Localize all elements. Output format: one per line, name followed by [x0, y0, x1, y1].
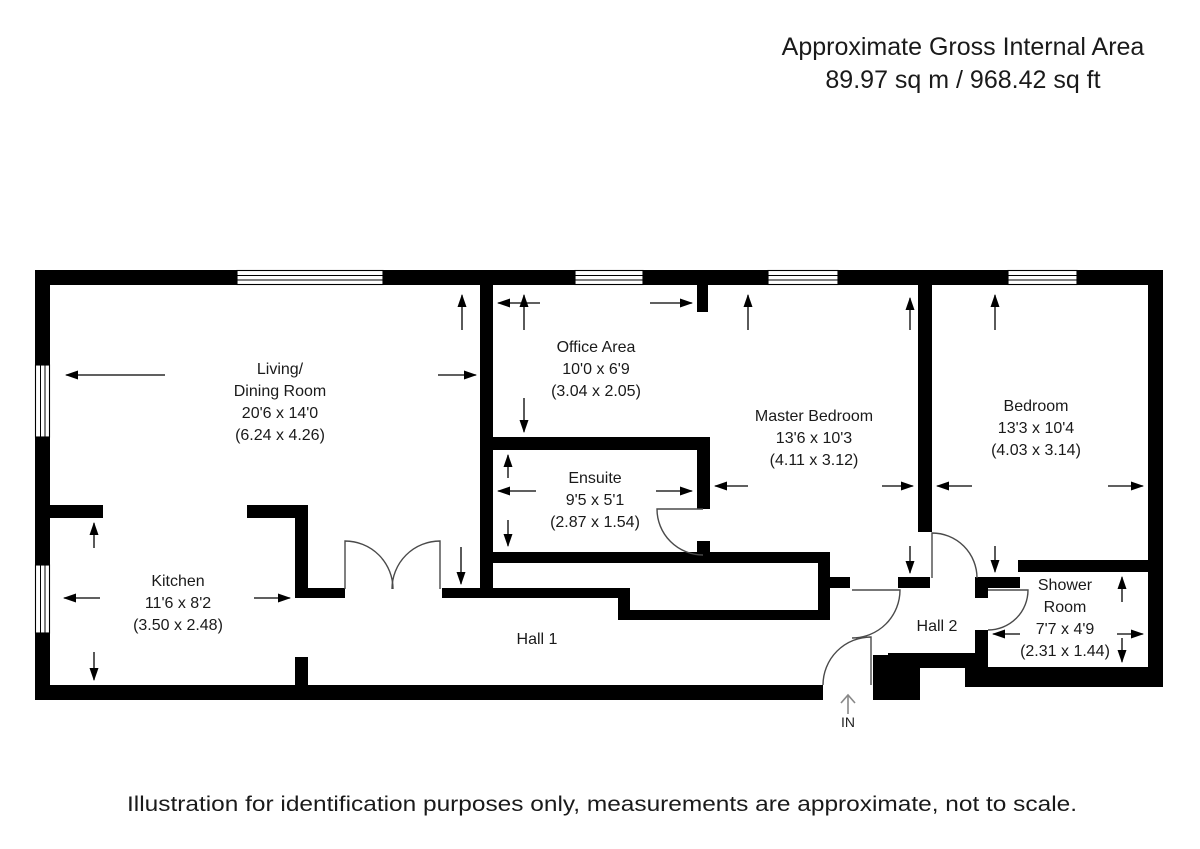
- room-dims-imperial: 11'6 x 8'2: [145, 595, 211, 612]
- room-label-hall2: Hall 2: [917, 618, 958, 635]
- wall-bottom: [35, 685, 823, 700]
- room-dims-metric: (3.50 x 2.48): [133, 617, 223, 634]
- wall-shower-west-lower: [975, 630, 988, 668]
- wall-hall1-north-kitchen: [295, 588, 345, 598]
- room-name-line: Dining Room: [234, 383, 326, 400]
- room-dims-metric: (2.31 x 1.44): [1020, 643, 1110, 660]
- wall-kitchen-north-west: [35, 505, 103, 518]
- wall-kitchen-north-east: [247, 505, 308, 518]
- wall-entry-block: [873, 655, 920, 700]
- room-dims-imperial: 7'7 x 4'9: [1036, 621, 1095, 638]
- header: Approximate Gross Internal Area 89.97 sq…: [782, 33, 1145, 94]
- room-dims-imperial: 10'0 x 6'9: [562, 361, 630, 378]
- wall-master-door-jamb: [830, 577, 850, 588]
- page-title-line2: 89.97 sq m / 968.42 sq ft: [825, 66, 1100, 94]
- wall-shower-south: [965, 667, 1163, 687]
- doors: [344, 508, 1029, 686]
- room-label-kitchen: Kitchen 11'6 x 8'2 (3.50 x 2.48): [133, 573, 223, 634]
- wall-office-west: [480, 285, 493, 598]
- window-bedroom-top: [1007, 269, 1078, 286]
- room-dims-metric: (4.11 x 3.12): [770, 452, 859, 469]
- window-master-top: [767, 269, 839, 286]
- wall-kitchen-east-upper: [295, 505, 308, 593]
- wall-bedroom-south-stub-west: [898, 577, 930, 588]
- wall-closet-east-cap: [818, 552, 830, 620]
- room-dims-metric: (2.87 x 1.54): [550, 514, 640, 531]
- room-label-hall1: Hall 1: [517, 631, 558, 648]
- room-name-line: Hall 1: [517, 631, 558, 648]
- room-dims-imperial: 13'6 x 10'3: [776, 430, 852, 447]
- window-office-top: [574, 269, 644, 286]
- entrance-marker: IN: [840, 693, 856, 730]
- door-master-bedroom: [851, 589, 901, 639]
- disclaimer-text: Illustration for identification purposes…: [127, 793, 1077, 816]
- wall-closet-north: [480, 552, 830, 563]
- door-bedroom: [931, 532, 978, 579]
- wall-master-bedroom-divider: [918, 285, 932, 532]
- room-dims-imperial: 20'6 x 14'0: [242, 405, 318, 422]
- room-label-master-bedroom: Master Bedroom 13'6 x 10'3 (4.11 x 3.12): [755, 408, 873, 469]
- wall-right: [1148, 270, 1163, 687]
- wall-hall1-north-east: [618, 610, 830, 620]
- page-title-line1: Approximate Gross Internal Area: [782, 33, 1145, 61]
- room-name-line: Room: [1044, 599, 1087, 616]
- wall-office-east-stub: [697, 285, 708, 312]
- room-dims-imperial: 13'3 x 10'4: [998, 420, 1074, 437]
- room-name-line: Kitchen: [151, 573, 204, 590]
- room-labels: Living/ Dining Room 20'6 x 14'0 (6.24 x …: [133, 339, 1110, 660]
- windows: [34, 269, 1078, 634]
- wall-bedroom-south-stub-east: [975, 577, 1020, 588]
- wall-left: [35, 270, 50, 700]
- room-name-line: Ensuite: [568, 470, 621, 487]
- window-kitchen-left: [34, 564, 51, 634]
- room-dims-imperial: 9'5 x 5'1: [566, 492, 625, 509]
- door-shower-room: [987, 589, 1029, 631]
- dimension-arrows: [63, 294, 1144, 681]
- room-name-line: Hall 2: [917, 618, 958, 635]
- wall-shower-west-upper: [975, 577, 988, 598]
- room-dims-metric: (4.03 x 3.14): [991, 442, 1081, 459]
- room-label-living-dining: Living/ Dining Room 20'6 x 14'0 (6.24 x …: [234, 361, 326, 444]
- room-name-line: Office Area: [557, 339, 636, 356]
- entrance-label: IN: [841, 714, 855, 730]
- door-entrance: [822, 636, 872, 686]
- wall-ensuite-north: [493, 437, 710, 450]
- room-name-line: Master Bedroom: [755, 408, 873, 425]
- room-name-line: Living/: [257, 361, 304, 378]
- room-label-shower-room: Shower Room 7'7 x 4'9 (2.31 x 1.44): [1020, 577, 1110, 660]
- room-label-bedroom: Bedroom 13'3 x 10'4 (4.03 x 3.14): [991, 398, 1081, 459]
- wall-ensuite-east-upper: [697, 437, 710, 509]
- door-ensuite: [656, 508, 704, 556]
- room-dims-metric: (3.04 x 2.05): [551, 383, 641, 400]
- room-name-line: Shower: [1038, 577, 1093, 594]
- window-living-left: [34, 364, 51, 438]
- double-door-living: [344, 540, 441, 590]
- window-living-top: [236, 269, 384, 286]
- room-dims-metric: (6.24 x 4.26): [235, 427, 325, 444]
- wall-hall1-north-west: [442, 588, 630, 598]
- wall-shower-north: [1018, 560, 1148, 572]
- entrance-arrowhead-icon: [840, 693, 856, 704]
- room-label-ensuite: Ensuite 9'5 x 5'1 (2.87 x 1.54): [550, 470, 640, 531]
- room-label-office-area: Office Area 10'0 x 6'9 (3.04 x 2.05): [551, 339, 641, 400]
- room-name-line: Bedroom: [1004, 398, 1069, 415]
- footer: Illustration for identification purposes…: [127, 793, 1077, 816]
- wall-kitchen-east-lower: [295, 657, 308, 700]
